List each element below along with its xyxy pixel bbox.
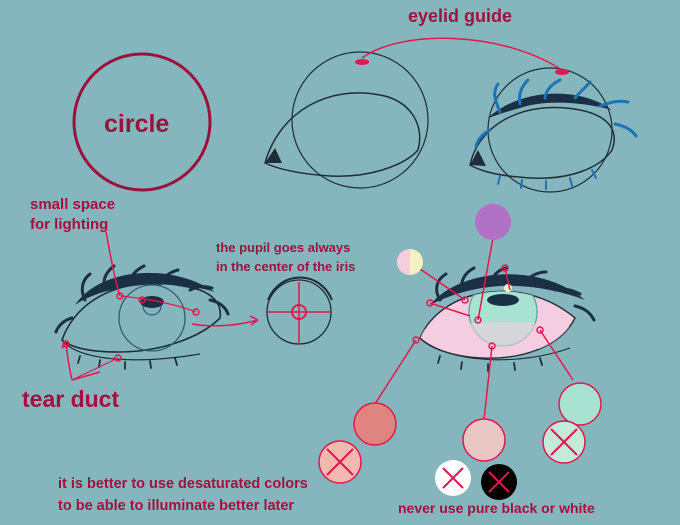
desaturated-note-line1: it is better to use desaturated colors bbox=[58, 476, 308, 492]
circle-label: circle bbox=[104, 110, 170, 138]
mint-swatch bbox=[558, 382, 602, 426]
tear-duct-pointer bbox=[62, 340, 122, 381]
yellow-pink-swatch bbox=[397, 249, 423, 275]
step4-full-eye bbox=[54, 264, 230, 370]
black-white-note: never use pure black or white bbox=[398, 500, 595, 516]
step1-circle bbox=[72, 52, 212, 192]
iris-detail bbox=[266, 276, 333, 345]
rose-swatch bbox=[462, 418, 506, 462]
salmon-swatch bbox=[353, 402, 397, 446]
eyelid-guide-arrow bbox=[361, 37, 563, 71]
pupil-note-line2: in the center of the iris bbox=[216, 259, 356, 274]
pale-green-swatch-crossed bbox=[542, 420, 586, 464]
black-swatch-crossed bbox=[481, 464, 517, 500]
white-swatch-crossed bbox=[435, 460, 471, 496]
swatch-anchor-dots bbox=[412, 264, 544, 350]
step5-colored-eye bbox=[419, 266, 596, 372]
purple-swatch bbox=[475, 204, 511, 240]
pupil-note: the pupil goes always in the center of t… bbox=[216, 238, 355, 276]
eyelid-guide-label: eyelid guide bbox=[408, 6, 513, 26]
pupil-note-line1: the pupil goes always bbox=[216, 240, 351, 255]
iris-arrow bbox=[191, 319, 259, 327]
lighting-space-pointer bbox=[105, 231, 200, 316]
desaturated-note: it is better to use desaturated colors t… bbox=[58, 473, 308, 517]
desaturated-note-line2: to be able to illuminate better later bbox=[58, 498, 295, 514]
lighting-space-line1: small space bbox=[30, 196, 116, 213]
swatch-connectors bbox=[374, 237, 574, 421]
peach-swatch-crossed bbox=[318, 440, 362, 484]
tear-duct-label: tear duct bbox=[22, 386, 120, 412]
step2-eye-sketch bbox=[264, 51, 429, 189]
lighting-space-line2: for lighting bbox=[30, 216, 109, 233]
lighting-space-label: small space for lighting bbox=[30, 195, 115, 235]
step3-eye-lashes bbox=[469, 67, 638, 193]
